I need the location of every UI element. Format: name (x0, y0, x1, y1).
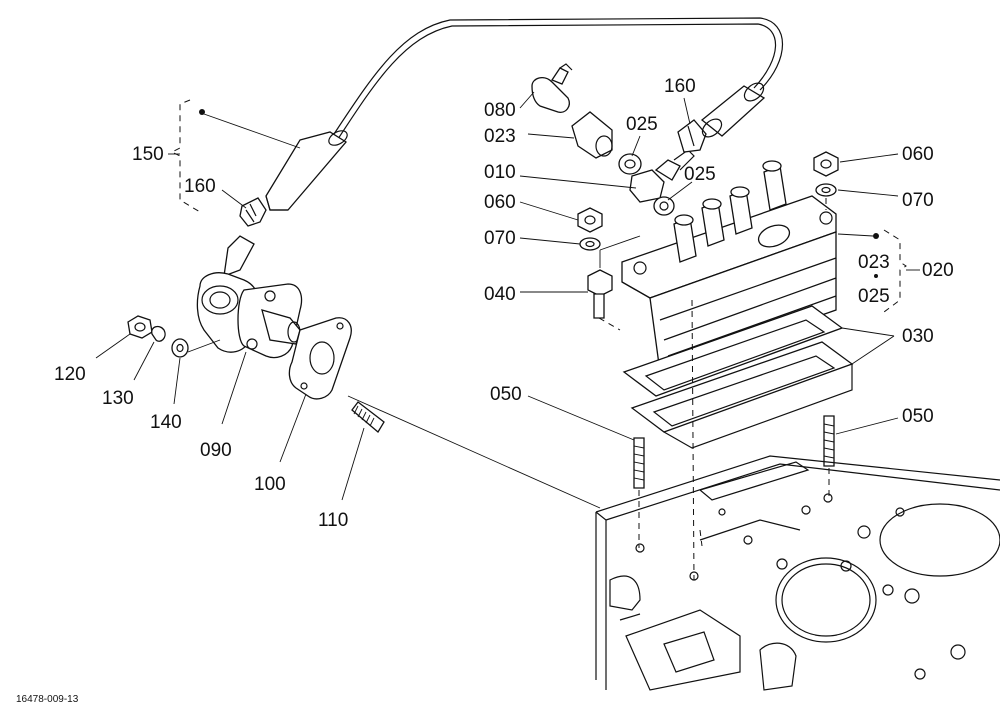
callout-120: 120 (54, 364, 86, 385)
callout-090: 090 (200, 440, 232, 461)
callout-023-bracket: 023 (858, 252, 890, 273)
callout-010: 010 (484, 162, 516, 183)
hose-right (700, 82, 766, 138)
nut-060-left (577, 207, 603, 233)
lock-washer-130 (151, 325, 166, 342)
eye-fitting-080 (531, 63, 573, 113)
callout-025-top: 025 (626, 114, 658, 135)
hose-150 (265, 130, 348, 211)
feed-pump-090 (196, 235, 303, 359)
gasket-030 (622, 305, 854, 449)
callout-050-left: 050 (490, 384, 522, 405)
injection-pump (621, 160, 837, 373)
assembly-lines (598, 235, 695, 581)
callout-070-left: 070 (484, 228, 516, 249)
washer-140 (171, 338, 189, 358)
callout-040: 040 (484, 284, 516, 305)
nut-120 (127, 315, 153, 339)
callout-050-right: 050 (902, 406, 934, 427)
washer-025-mid (653, 196, 675, 216)
lock-washer-070-left (579, 237, 601, 251)
callout-025-mid: 025 (684, 164, 716, 185)
callout-150: 150 (132, 144, 164, 165)
stud-050-right (823, 415, 835, 500)
gasket-100 (288, 317, 352, 400)
callout-020: 020 (922, 260, 954, 281)
stud-axis-left (187, 339, 221, 353)
callout-030: 030 (902, 326, 934, 347)
pump-mount-line (347, 395, 601, 509)
callout-labels: 150 160 120 130 140 090 100 110 080 023 … (16, 76, 954, 705)
figure-id: 16478-009-13 (16, 694, 79, 705)
delivery-valve-holders (673, 160, 787, 263)
callout-060-right: 060 (902, 144, 934, 165)
washer-025-top (618, 153, 642, 175)
nut-060-right (813, 151, 839, 177)
callout-100: 100 (254, 474, 286, 495)
bracket-020 (837, 229, 920, 313)
bolt-040 (587, 269, 613, 319)
clip-160-left (239, 197, 267, 227)
callout-160-left: 160 (184, 176, 216, 197)
callout-060-left: 060 (484, 192, 516, 213)
clip-160-right (677, 119, 707, 153)
bracket-150 (170, 99, 301, 213)
callout-130: 130 (102, 388, 134, 409)
lock-washer-070-right (815, 183, 837, 197)
fitting-010 (629, 149, 695, 203)
engine-block (595, 455, 1000, 691)
callout-110: 110 (318, 510, 348, 531)
banjo-bolt-023 (571, 111, 613, 159)
fuel-return-pipe (329, 17, 783, 143)
callout-070-right: 070 (902, 190, 934, 211)
callout-023-top: 023 (484, 126, 516, 147)
callout-160-right: 160 (664, 76, 696, 97)
stud-110 (351, 401, 385, 433)
callout-080: 080 (484, 100, 516, 121)
leader-lines (95, 91, 899, 501)
callout-025-bracket: 025 (858, 286, 890, 307)
stud-050-left (633, 437, 645, 548)
callout-140: 140 (150, 412, 182, 433)
